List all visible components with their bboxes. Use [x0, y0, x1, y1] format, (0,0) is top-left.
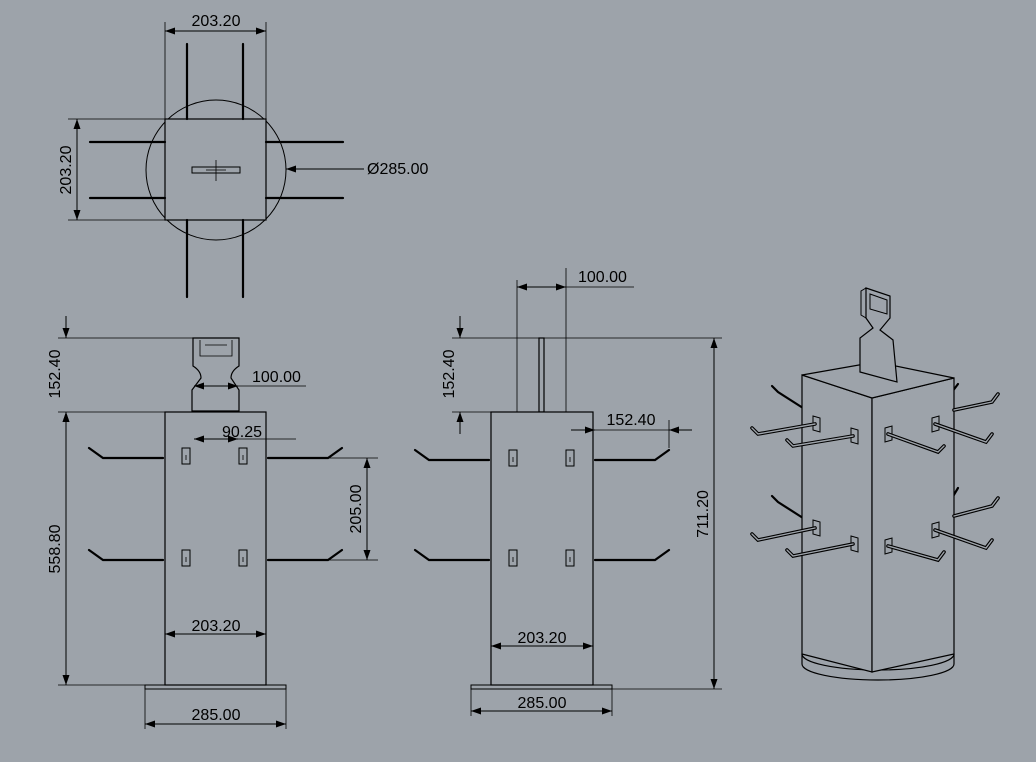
top-hook-rods [88, 42, 345, 299]
front-header-width-label: 100.00 [252, 369, 301, 386]
side-hook-length-label: 152.40 [607, 412, 656, 429]
side-base-width-label: 285.00 [518, 695, 567, 712]
front-base-width-label: 285.00 [192, 707, 241, 724]
iso-right-face [871, 377, 955, 673]
front-hook-spacing-label: 90.25 [222, 424, 262, 441]
top-height-label: 203.20 [58, 145, 75, 194]
side-body [490, 411, 594, 686]
side-header-height-label: 152.40 [441, 349, 458, 398]
top-width-label: 203.20 [192, 13, 241, 30]
side-total-height-label: 711.20 [695, 490, 712, 538]
front-base [144, 684, 287, 690]
isometric-view [750, 287, 1000, 681]
top-square [164, 118, 267, 221]
front-header-height-label: 152.40 [47, 349, 64, 398]
diameter-label: Ø285.00 [367, 161, 428, 178]
side-hook-clips [508, 449, 575, 567]
front-hook-clips [181, 447, 248, 567]
front-body-width-label: 203.20 [192, 618, 241, 635]
iso-front-hooks [750, 392, 1000, 563]
side-body-width-label: 203.20 [518, 630, 567, 647]
side-hooks [413, 448, 671, 562]
iso-top-face [801, 361, 955, 399]
front-body [164, 411, 267, 686]
front-body-height-label: 558.80 [47, 524, 64, 573]
top-view: 203.20 203.20 Ø285.00 [58, 13, 428, 299]
front-view: 152.40 100.00 90.25 205.00 558.80 203.20… [47, 316, 378, 729]
front-row-spacing-label: 205.00 [348, 484, 365, 533]
side-header-sign [538, 337, 545, 413]
side-view: 100.00 152.40 152.40 711.20 203.20 285.0… [413, 268, 722, 716]
side-header-width-label: 100.00 [578, 269, 627, 286]
side-base [470, 684, 613, 690]
iso-header-sign [859, 287, 898, 383]
